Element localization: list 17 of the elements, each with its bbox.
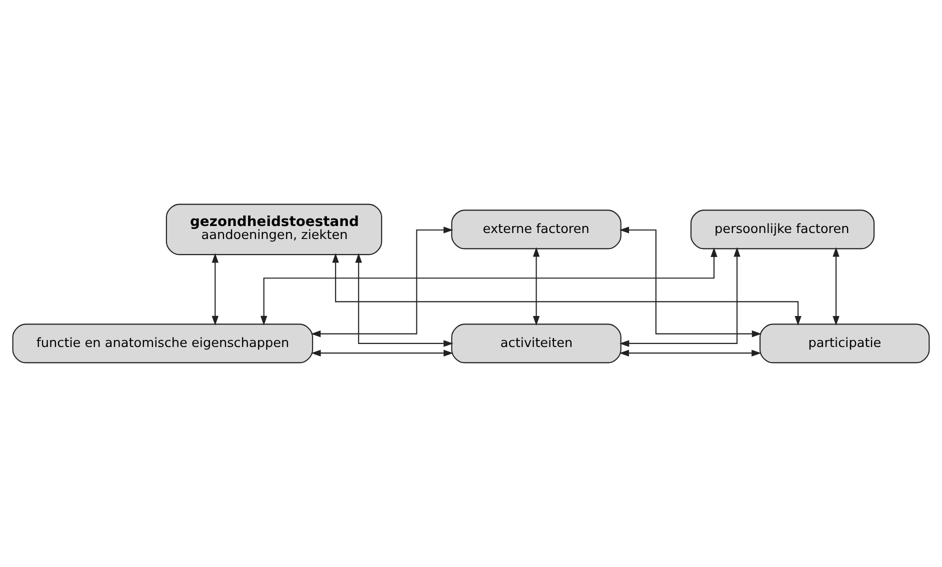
arrow — [619, 350, 762, 356]
arrow — [311, 350, 454, 356]
node-box: participatie — [760, 324, 930, 364]
arrow — [620, 247, 740, 347]
node-box: gezondheidstoestand aandoeningen, ziekten — [166, 204, 382, 256]
arrow — [311, 226, 454, 338]
node-box: persoonlijke factoren — [690, 210, 875, 250]
node-box: externe factoren — [451, 210, 622, 250]
arrow — [260, 247, 718, 326]
arrow — [355, 253, 454, 347]
node-box: activiteiten — [451, 324, 622, 364]
arrow — [832, 247, 840, 326]
arrow — [212, 253, 219, 326]
arrow — [619, 226, 762, 338]
arrow — [532, 247, 540, 326]
node-box: functie en anatomische eigenschappen — [12, 324, 314, 364]
arrow — [332, 253, 802, 326]
